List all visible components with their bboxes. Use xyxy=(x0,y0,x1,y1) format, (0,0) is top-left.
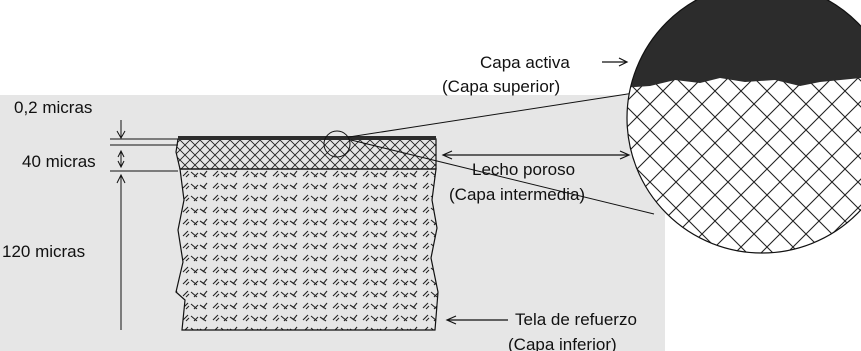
layer-arrows xyxy=(441,57,631,325)
magnifier-line-upper xyxy=(348,92,635,138)
dimension-guides xyxy=(110,120,178,330)
active-layer-label: Capa activa xyxy=(480,53,570,72)
fabric-layer-body xyxy=(175,168,439,331)
magnified-active-layer xyxy=(627,0,861,88)
top-thickness-label: 0,2 micras xyxy=(14,98,92,117)
bottom-thickness-label: 120 micras xyxy=(2,242,85,261)
fabric-layer-label: Tela de refuerzo xyxy=(515,310,637,329)
porous-layer-sublabel: (Capa intermedia) xyxy=(449,185,585,204)
magnified-circle-outline xyxy=(626,0,861,254)
middle-thickness-label: 40 micras xyxy=(22,152,96,171)
magnifier-line-lower xyxy=(350,139,655,215)
active-layer-sublabel: (Capa superior) xyxy=(442,77,560,96)
fabric-layer-sublabel: (Capa inferior) xyxy=(508,335,617,351)
active-layer-strip xyxy=(178,136,436,140)
porous-layer-label: Lecho poroso xyxy=(472,160,575,179)
porous-layer-body xyxy=(175,138,437,170)
detail-circle xyxy=(323,130,351,158)
